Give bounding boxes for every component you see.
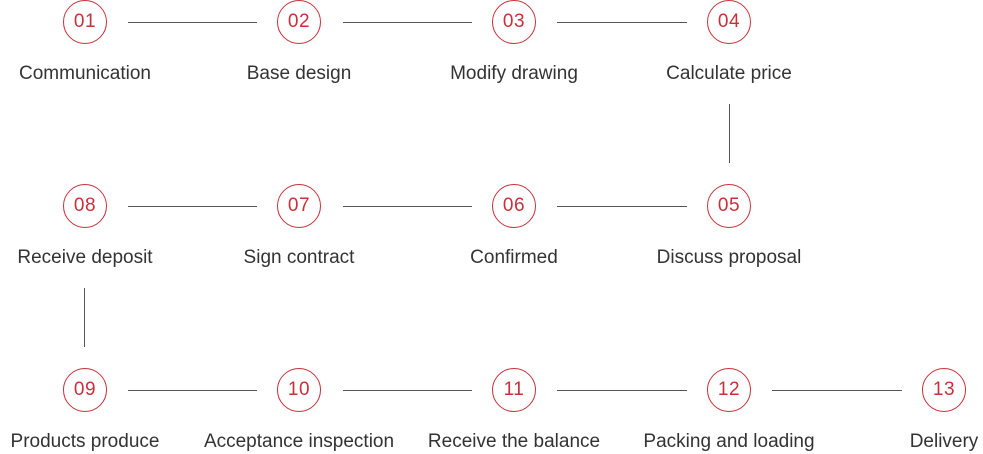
step-01-circle: 01 — [63, 0, 107, 44]
connector-02-03 — [343, 22, 472, 23]
connector-11-12 — [557, 390, 687, 391]
step-10-circle: 10 — [277, 368, 321, 412]
step-04-label: Calculate price — [666, 63, 792, 84]
connector-06-05 — [557, 206, 687, 207]
step-09-circle: 09 — [63, 368, 107, 412]
step-04-circle: 04 — [707, 0, 751, 44]
step-05-label: Discuss proposal — [656, 247, 802, 268]
step-07-circle: 07 — [277, 184, 321, 228]
step-06-circle: 06 — [492, 184, 536, 228]
connector-08-07 — [128, 206, 257, 207]
step-11-circle: 11 — [492, 368, 536, 412]
step-05-circle: 05 — [707, 184, 751, 228]
step-08-label: Receive deposit — [17, 247, 153, 268]
step-07-label: Sign contract — [243, 247, 355, 268]
step-03-circle: 03 — [492, 0, 536, 44]
step-09-label: Products produce — [10, 431, 160, 452]
step-03-label: Modify drawing — [450, 63, 578, 84]
connector-04-05 — [729, 104, 730, 163]
step-02-circle: 02 — [277, 0, 321, 44]
connector-09-10 — [128, 390, 257, 391]
connector-08-09 — [84, 288, 85, 347]
step-06-label: Confirmed — [470, 247, 558, 268]
step-13-label: Delivery — [909, 431, 979, 452]
connector-03-04 — [557, 22, 687, 23]
step-10-label: Acceptance inspection — [203, 431, 395, 452]
step-12-circle: 12 — [707, 368, 751, 412]
step-02-label: Base design — [246, 63, 352, 84]
step-13-circle: 13 — [922, 368, 966, 412]
connector-12-13 — [772, 390, 902, 391]
step-01-label: Communication — [19, 63, 151, 84]
step-12-label: Packing and loading — [643, 431, 815, 452]
connector-07-06 — [343, 206, 472, 207]
connector-01-02 — [128, 22, 257, 23]
step-11-label: Receive the balance — [427, 431, 601, 452]
connector-10-11 — [343, 390, 472, 391]
step-08-circle: 08 — [63, 184, 107, 228]
